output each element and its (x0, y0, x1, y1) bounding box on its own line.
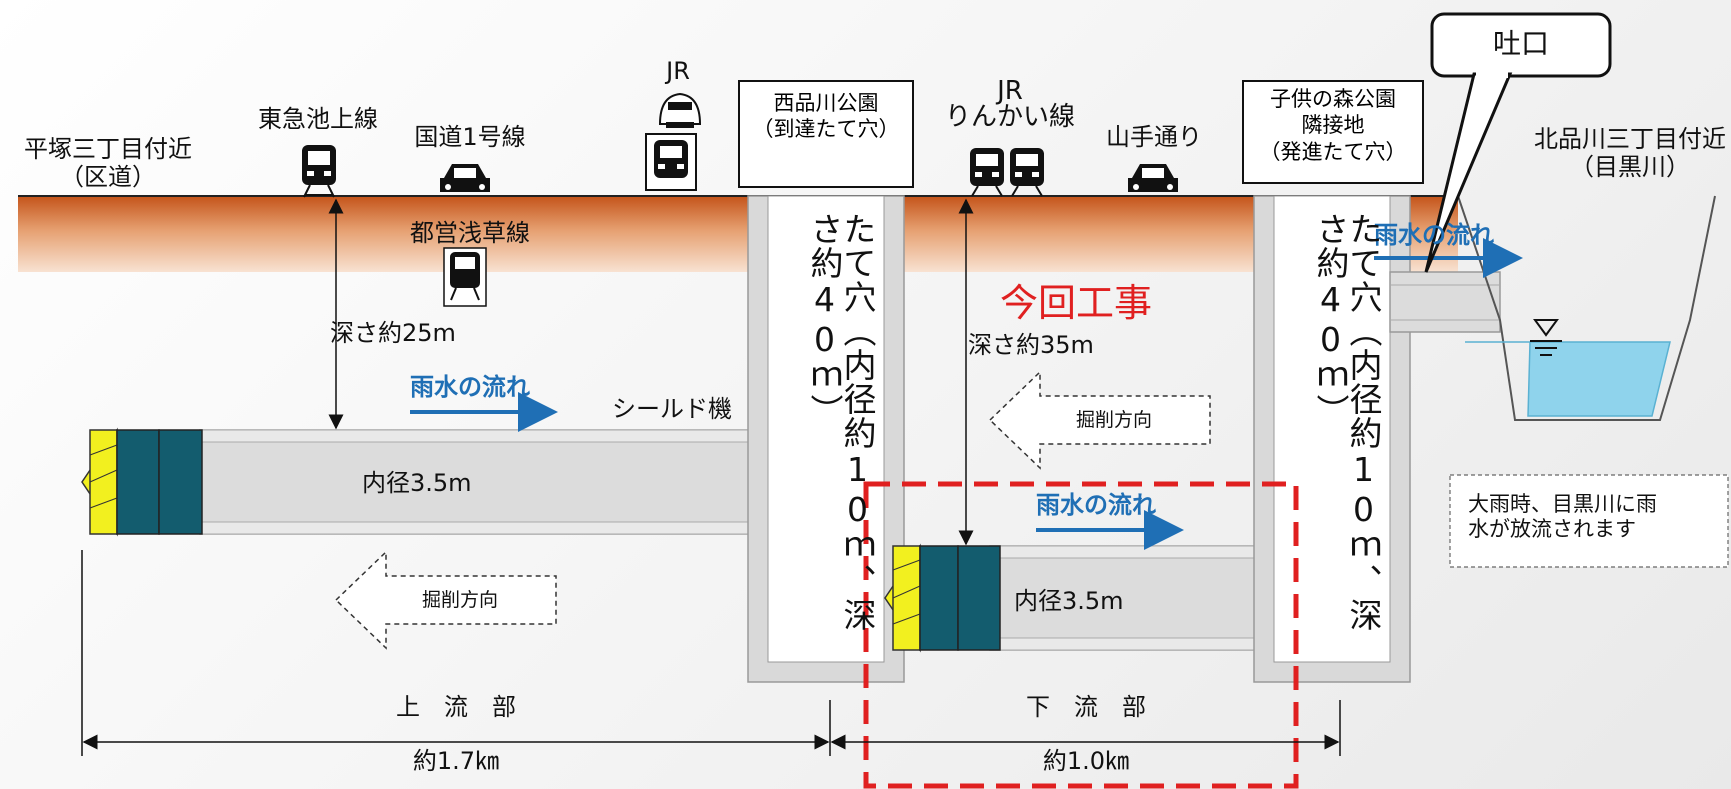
location-kitashinagawa: 北品川三丁目付近 （目黒川） (1534, 125, 1726, 181)
label-depth-35: 深さ約35m (968, 331, 1094, 359)
upstream-tunnel (199, 429, 771, 535)
shinkansen-icon (658, 92, 702, 128)
label-yamate-dori: 山手通り (1106, 123, 1202, 151)
water-level-icon (1530, 319, 1562, 356)
label-tokyu-ikegami: 東急池上線 (258, 105, 378, 133)
note-box (1449, 474, 1729, 568)
label-kodomo-park: 子供の森公園 隣接地 （発進たて穴） (1242, 80, 1424, 184)
label-rainflow-upstream: 雨水の流れ (410, 373, 530, 401)
label-shield-machine: シールド機 (612, 395, 732, 423)
label-nishishinagawa-park: 西品川公園 （到達たて穴） (738, 80, 914, 188)
arrival-shaft (747, 195, 905, 683)
excavation-arrow-downstream (988, 370, 1211, 470)
train-icon (443, 247, 487, 307)
excavation-arrow-upstream (334, 550, 557, 650)
label-jr: JR (666, 57, 690, 85)
label-jr-rinkai: JR りんかい線 (944, 76, 1076, 132)
meguro-river (1457, 195, 1716, 421)
current-work-frame (863, 481, 1299, 789)
label-excavation-downstream: 掘削方向 (1076, 409, 1153, 431)
label-route1: 国道1号線 (414, 123, 526, 151)
label-diameter-upstream: 内径3.5m (362, 469, 472, 497)
label-outlet: 吐口 (1492, 27, 1550, 60)
soil-layer (18, 196, 1458, 272)
train-icon (1010, 148, 1044, 197)
note-heavy-rain: 大雨時、目黒川に雨 水が放流されます (1468, 492, 1657, 542)
label-current-work: 今回工事 (1000, 281, 1153, 325)
downstream-tunnel (989, 545, 1271, 651)
label-toei-asakusa: 都営浅草線 (410, 219, 530, 247)
train-icon (970, 148, 1004, 197)
label-downstream: 下 流 部 (1026, 693, 1146, 721)
label-upstream: 上 流 部 (396, 693, 516, 721)
label-excavation-upstream: 掘削方向 (422, 589, 499, 611)
launch-shaft (1253, 195, 1411, 683)
label-diameter-downstream: 内径3.5m (1014, 587, 1124, 615)
label-depth-25: 深さ約25m (330, 319, 456, 347)
length-dimension-lines (81, 550, 1341, 756)
outlet-pipe (1389, 271, 1501, 333)
label-length-downstream: 約1.0㎞ (1042, 747, 1130, 775)
label-rainflow-outlet: 雨水の流れ (1374, 221, 1494, 249)
downstream-shield-machine (884, 543, 1001, 653)
label-shaft-launch: たて穴（内径約10ｍ、深さ約40ｍ） (1311, 212, 1383, 632)
train-icon (645, 133, 697, 191)
label-rainflow-downstream: 雨水の流れ (1036, 491, 1156, 519)
car-icon (1128, 164, 1178, 192)
outlet-callout (1424, 12, 1612, 273)
car-icon (440, 164, 490, 192)
upstream-shield-machine (81, 427, 203, 537)
label-length-upstream: 約1.7㎞ (412, 747, 500, 775)
location-hiratsuka: 平塚三丁目付近 （区道） (24, 135, 192, 191)
train-icon (302, 145, 336, 198)
label-shaft-arrival: たて穴（内径約10ｍ、深さ約40ｍ） (805, 212, 877, 632)
